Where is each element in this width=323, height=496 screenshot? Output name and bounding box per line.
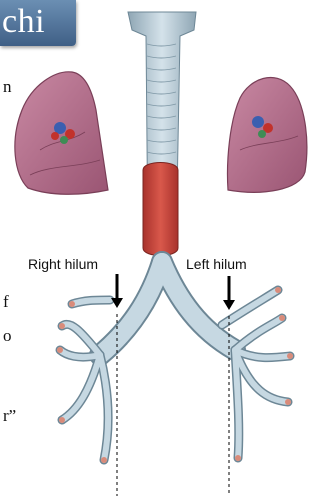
left-hilum-arrow [223,276,235,310]
trachealis-muscle [143,163,178,256]
bronchi [57,262,293,463]
left-hilum-label: Left hilum [186,256,247,272]
right-lung [15,72,108,194]
trachea [128,12,196,256]
left-lung [228,77,307,192]
right-hilum-label: Right hilum [28,256,98,272]
